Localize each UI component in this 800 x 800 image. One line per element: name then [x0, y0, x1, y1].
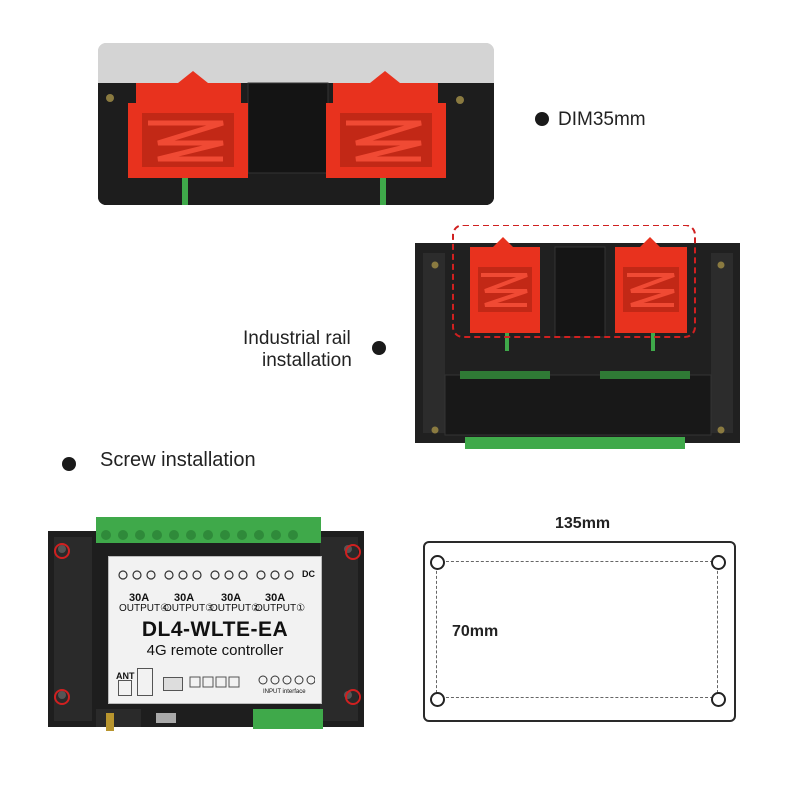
output-2-rating: 30A [221, 592, 242, 604]
din-clip-highlight-box [452, 225, 696, 338]
mount-hole-marker-bottom-right [345, 689, 361, 705]
input-terminal-screws [258, 675, 316, 685]
mounting-hole-pattern [436, 561, 718, 698]
mounting-hole-bottom-right [711, 692, 726, 707]
status-led-row [189, 675, 249, 689]
output-3-name: OUTPUT③ [164, 603, 215, 614]
industrial-rail-label-line2: installation [262, 350, 352, 371]
ant-label: ANT [116, 671, 135, 681]
mounting-hole-top-right [711, 555, 726, 570]
input-interface-label: INPUT interface [263, 689, 306, 695]
power-label: DC [302, 569, 315, 579]
sensor-terminals [163, 677, 183, 691]
width-dimension: 135mm [555, 515, 611, 532]
output-3-rating: 30A [174, 592, 195, 604]
mounting-plate-outline [423, 541, 736, 722]
sim-slot [118, 680, 132, 696]
din-clip-closeup-illustration [98, 43, 494, 205]
output-4-name: OUTPUT④ [119, 603, 170, 614]
height-dimension: 70mm [452, 623, 499, 640]
red-din-clip-right [326, 71, 446, 178]
device-back-rail-illustration [415, 225, 740, 449]
output-1-name: OUTPUT① [255, 603, 306, 614]
mounting-hole-top-left [430, 555, 445, 570]
red-din-clip-left [128, 71, 248, 178]
red-din-clip-left-small [470, 237, 540, 333]
input-terminal-row [257, 673, 316, 687]
device-description: 4G remote controller [146, 642, 284, 659]
bullet-din [535, 112, 549, 126]
output-1-rating: 30A [265, 592, 286, 604]
mount-hole-marker-top-right [345, 544, 361, 560]
output-terminal-row [115, 565, 301, 585]
device-label-panel: DC 30A OUTPUT④ 30A OUTPUT③ 30A OUTPUT② 3… [108, 556, 322, 704]
status-led-boxes [189, 676, 240, 688]
terminal-screws [118, 570, 294, 580]
sim-card-slot [137, 668, 153, 696]
mount-hole-marker-top-left [54, 543, 70, 559]
device-model: DL4-WLTE-EA [141, 618, 289, 641]
red-din-clip-right-small [615, 237, 687, 333]
bullet-industrial-rail [372, 341, 386, 355]
mount-hole-marker-bottom-left [54, 689, 70, 705]
mounting-hole-bottom-left [430, 692, 445, 707]
screw-installation-label: Screw installation [100, 449, 256, 471]
industrial-rail-label-line1: Industrial rail [243, 328, 351, 349]
output-4-rating: 30A [129, 592, 150, 604]
output-2-name: OUTPUT② [210, 603, 261, 614]
din-clip-closeup-photo [98, 43, 494, 205]
din-rail-label: DIM35mm [558, 109, 646, 130]
bullet-screw [62, 457, 76, 471]
